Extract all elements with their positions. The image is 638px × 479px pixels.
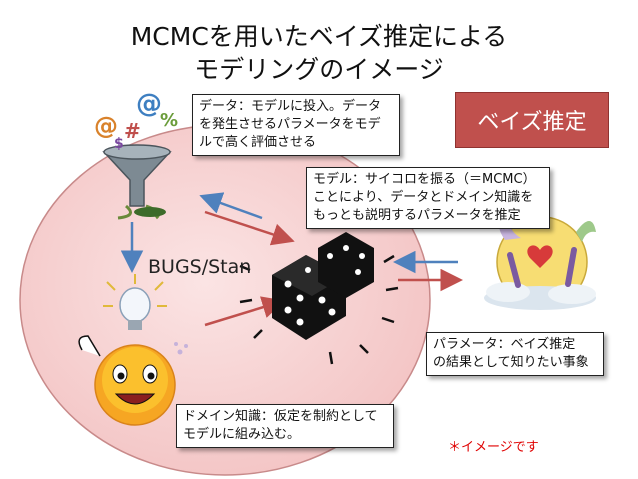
domain-knowledge-note: ドメイン知識：仮定を制約として モデルに組み込む。 — [176, 404, 394, 448]
parameter-note-line-2: の結果として知りたい事象 — [433, 355, 589, 370]
funnel-symbol-at1: @ — [94, 112, 118, 140]
bugs-stan-label: BUGS/Stan — [148, 256, 252, 278]
data-note-line-2: を発生させるパラメータをモデ — [199, 117, 381, 132]
parameter-note: パラメータ：ベイズ推定 の結果として知りたい事象 — [426, 332, 604, 376]
funnel-symbol-dollar: $ — [114, 136, 124, 152]
funnel-symbol-percent: % — [160, 110, 178, 131]
bayes-estimation-box: ベイズ推定 — [455, 92, 609, 148]
model-note-line-3: もっとも説明するパラメータを推定 — [313, 208, 521, 223]
page-title: MCMCを用いたベイズ推定による モデリングのイメージ — [0, 20, 638, 86]
smiley-icon — [78, 335, 176, 426]
funnel-symbol-hash: # — [124, 119, 141, 143]
data-note: データ：モデルに投入。データ を発生させるパラメータをモデ ルで高く評価させる — [192, 94, 400, 156]
domain-note-line-1: ドメイン知識：仮定を制約として — [183, 409, 378, 424]
angels-icon — [484, 216, 596, 310]
model-note: モデル：サイコロを振る（＝MCMC） ことにより、データとドメイン知識を もっと… — [306, 167, 550, 229]
data-note-line-3: ルで高く評価させる — [199, 135, 317, 150]
image-disclaimer: ＊イメージです — [448, 440, 539, 455]
parameter-note-line-1: パラメータ：ベイズ推定 — [433, 337, 576, 352]
arrow-domain-to-model — [204, 296, 285, 327]
funnel-icon — [102, 144, 172, 220]
model-note-line-2: ことにより、データとドメイン知識を — [313, 190, 534, 205]
arrow-model-to-data — [199, 192, 263, 220]
funnel-symbol-at2: @ — [136, 89, 162, 119]
arrow-data-to-model — [204, 210, 295, 246]
dice-icon — [239, 232, 399, 365]
model-note-line-1: モデル：サイコロを振る（＝MCMC） — [313, 172, 536, 187]
title-line-1: MCMCを用いたベイズ推定による — [130, 22, 508, 51]
domain-note-line-2: モデルに組み込む。 — [183, 427, 301, 442]
data-note-line-1: データ：モデルに投入。データ — [199, 99, 382, 114]
title-line-2: モデリングのイメージ — [194, 55, 444, 84]
lightbulb-icon — [103, 274, 167, 330]
